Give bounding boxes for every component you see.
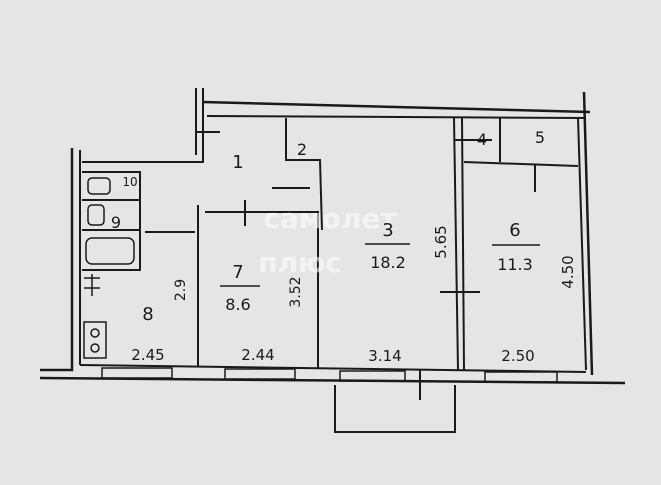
room-6-number: 6 bbox=[509, 220, 520, 241]
room-labels: 1 2 3 18.2 4 5 6 11.3 7 8.6 8 9 10 bbox=[111, 128, 545, 325]
windows bbox=[101, 367, 558, 383]
dim-room8-depth: 2.9 bbox=[173, 279, 189, 301]
room-10-number: 10 bbox=[122, 175, 137, 189]
room-5-number: 5 bbox=[535, 128, 545, 147]
room-9-number: 9 bbox=[111, 213, 121, 232]
dimension-labels: 2.45 2.44 3.14 2.50 2.9 3.52 5.65 4.50 bbox=[131, 225, 577, 365]
room-7-number: 7 bbox=[232, 262, 243, 283]
room-3-number: 3 bbox=[382, 220, 393, 241]
dim-bottom-1: 2.45 bbox=[131, 346, 164, 364]
watermark: самолет плюс bbox=[258, 202, 397, 279]
room-6-area: 11.3 bbox=[497, 255, 533, 274]
sink-icon bbox=[87, 177, 111, 195]
dim-bottom-4: 2.50 bbox=[501, 347, 534, 365]
dim-bottom-3: 3.14 bbox=[368, 347, 401, 365]
watermark-line1: самолет bbox=[263, 202, 397, 235]
room-2-number: 2 bbox=[297, 140, 307, 159]
dim-bottom-2: 2.44 bbox=[241, 346, 274, 364]
room-8-number: 8 bbox=[142, 304, 153, 325]
dim-room7-depth: 3.52 bbox=[288, 276, 304, 307]
kitchen-sink-icon bbox=[84, 274, 100, 296]
stove-icon bbox=[83, 321, 107, 359]
watermark-line2: плюс bbox=[258, 246, 342, 279]
doors bbox=[145, 131, 536, 400]
room-1-number: 1 bbox=[232, 152, 243, 173]
dim-room6-depth: 4.50 bbox=[559, 255, 577, 288]
room-4-number: 4 bbox=[477, 130, 487, 149]
dim-room3-depth: 5.65 bbox=[432, 225, 450, 258]
room-7-area: 8.6 bbox=[225, 295, 250, 314]
room-3-area: 18.2 bbox=[370, 253, 406, 272]
bathtub-icon bbox=[85, 237, 135, 265]
toilet-icon bbox=[87, 204, 105, 226]
fixtures bbox=[83, 177, 135, 359]
